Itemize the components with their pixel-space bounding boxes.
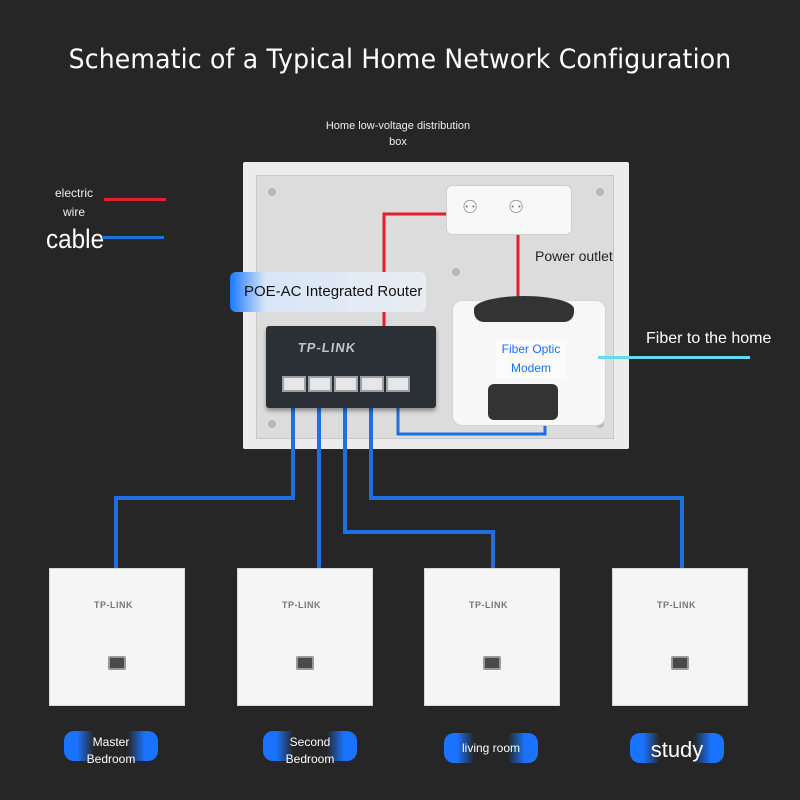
room-label-line1: Master (92, 735, 130, 749)
cable-study (369, 396, 684, 568)
page-title: Schematic of a Typical Home Network Conf… (68, 44, 732, 75)
modem-top (474, 296, 574, 322)
modem-label-line1: Fiber Optic (501, 342, 561, 356)
cable-living-room (343, 396, 495, 568)
ethernet-jack-icon (296, 656, 314, 670)
room-label-background (444, 733, 538, 763)
room-label-background (630, 733, 724, 763)
mount-hole (452, 268, 460, 276)
room-label-line1: living room (461, 741, 521, 755)
modem-label-line2: Modem (510, 361, 551, 375)
router-port (386, 376, 410, 392)
mount-hole (596, 188, 604, 196)
poe-router (266, 326, 436, 408)
panel-brand: TP-LINK (469, 600, 508, 610)
fiber-label: Fiber to the home (646, 330, 772, 347)
room-label-line1: Second (289, 735, 331, 749)
cable-master-bedroom (114, 396, 295, 568)
wall-ap-panel-second-bedroom (237, 568, 373, 706)
room-label-line2: Bedroom (86, 752, 136, 766)
router-port (308, 376, 332, 392)
power-outlet-strip (446, 185, 572, 235)
router-brand-label: TP-LINK (296, 340, 358, 355)
wall-ap-panel-master-bedroom (49, 568, 185, 706)
room-label-line1: study (650, 737, 704, 762)
room-label-master-bedroom: Master Bedroom (64, 734, 158, 768)
ethernet-jack-icon (483, 656, 501, 670)
room-label-background (263, 731, 357, 761)
power-socket-icon: ⚇ (462, 197, 479, 217)
ethernet-jack-icon (108, 656, 126, 670)
distribution-box-label-line1: Home low-voltage distribution (325, 120, 471, 132)
router-port (282, 376, 306, 392)
panel-brand: TP-LINK (657, 600, 696, 610)
room-label-line2: Bedroom (285, 752, 335, 766)
modem-base (488, 384, 558, 420)
power-outlet-label: Power outlet (535, 248, 613, 264)
room-label-living-room: living room (444, 740, 538, 757)
mount-hole (268, 188, 276, 196)
router-label-background (230, 272, 426, 312)
router-port (334, 376, 358, 392)
fiber-line (598, 356, 750, 359)
mount-hole (268, 420, 276, 428)
legend-electric-swatch (104, 198, 166, 201)
distribution-box-label-line2: box (389, 136, 407, 148)
wall-ap-panel-study (612, 568, 748, 706)
panel-brand: TP-LINK (282, 600, 321, 610)
power-socket-icon: ⚇ (508, 197, 525, 217)
legend-electric-line1: electric (54, 186, 93, 200)
legend-cable: cable (46, 224, 105, 254)
panel-brand: TP-LINK (94, 600, 133, 610)
room-label-second-bedroom: Second Bedroom (263, 734, 357, 768)
router-label: POE-AC Integrated Router (244, 283, 423, 300)
ethernet-jack-icon (671, 656, 689, 670)
distribution-box-label: Home low-voltage distribution box (318, 118, 478, 150)
modem-label: Fiber Optic Modem (496, 340, 566, 378)
legend-electric-line2: wire (62, 205, 85, 219)
room-label-background (64, 731, 158, 761)
router-port (360, 376, 384, 392)
room-label-study: study (630, 735, 724, 765)
wall-ap-panel-living-room (424, 568, 560, 706)
legend-electric-wire: electric wire (40, 184, 108, 222)
legend-cable-swatch (102, 236, 164, 239)
